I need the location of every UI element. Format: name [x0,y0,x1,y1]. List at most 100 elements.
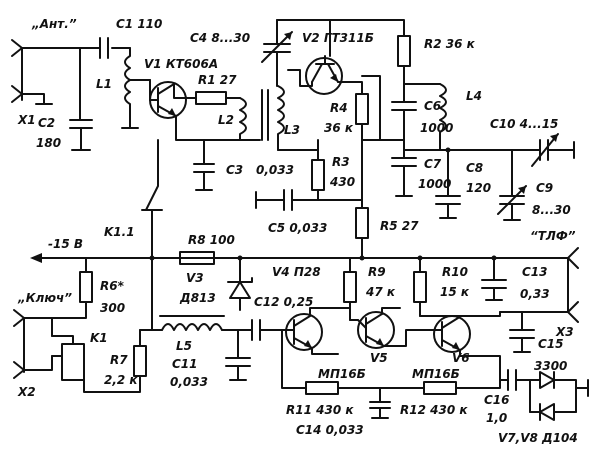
wire-v6-emi [459,349,501,381]
inductor-l5[interactable] [159,315,225,331]
resistor-r9[interactable] [343,271,357,303]
capacitor-c8[interactable] [435,195,461,219]
label-c14: C14 0,033 [296,423,364,437]
capacitor-c5[interactable] [255,189,319,211]
label-x2: X2 [17,385,36,399]
diodes-v7-v8[interactable] [529,371,589,421]
label-v4: V4 П28 [272,265,321,279]
label-c2a: C2 [38,116,55,130]
label-c8b: 120 [466,181,491,195]
inductor-l2[interactable] [239,97,247,141]
label-r5: R5 27 [380,219,419,233]
label-c4: C4 8...30 [190,31,250,45]
transistor-v6[interactable] [429,315,471,353]
capacitor-c9[interactable] [497,185,527,221]
resistor-r10[interactable] [413,271,427,303]
zener-v3[interactable] [227,257,253,311]
capacitor-c2[interactable] [69,119,93,151]
label-c13a: C13 [522,265,548,279]
label-r7a: R7 [110,353,128,367]
label-r7b: 2,2 к [104,373,138,387]
relay-k1[interactable] [51,335,85,381]
label-r9b: 47 к [365,285,396,299]
label-c5: C5 0,033 [268,221,327,235]
capacitor-c1[interactable] [99,37,109,59]
resistor-r5[interactable] [355,207,369,239]
resistor-r1[interactable] [195,91,227,105]
resistor-r2[interactable] [397,35,411,67]
transistor-v1[interactable] [149,79,187,119]
label-x1: X1 [17,113,36,127]
capacitor-c10[interactable] [531,133,575,167]
label-c15b: 3300 [534,359,567,373]
capacitor-c13[interactable] [481,257,507,301]
capacitor-c11[interactable] [225,329,251,381]
label-c1: C1 110 [116,17,162,31]
label-mp16a: МП16Б [318,367,366,381]
wire-v5 [381,307,431,347]
label-v3b: Д813 [179,291,216,305]
transistor-v4[interactable] [285,313,323,351]
label-v15: -15 В [48,237,83,251]
label-x3: X3 [555,325,574,339]
wire-v4-col [309,307,359,321]
label-c6b: 1000 [420,121,453,135]
capacitor-c15[interactable] [509,311,535,353]
label-r1: R1 27 [198,73,237,87]
capacitor-c3[interactable] [193,163,215,191]
wire-v6-col [419,311,501,319]
label-r9a: R9 [368,265,386,279]
wire-r7 [83,329,141,393]
label-k1: K1 [90,331,108,345]
resistor-r7[interactable] [133,345,147,377]
capacitor-c6[interactable] [391,101,417,111]
label-l5: L5 [176,339,192,353]
label-c2b: 180 [36,136,61,150]
label-tlf: “ТЛФ” [530,229,576,243]
resistor-r3[interactable] [311,159,325,191]
label-l2: L2 [218,113,234,127]
switch-k11[interactable] [141,139,163,259]
capacitor-c7[interactable] [391,157,417,197]
label-r4b: 36 к [324,121,354,135]
label-l3a: 0,033 [256,163,294,177]
capacitor-c4[interactable] [261,19,293,87]
resistor-r8[interactable] [179,251,215,265]
transistor-v5[interactable] [357,311,395,349]
inductor-l3[interactable] [261,85,285,151]
connector-x3[interactable] [499,247,579,323]
label-c9b: 8...30 [532,203,571,217]
resistor-r11[interactable] [305,381,339,395]
label-r12: R12 430 к [400,403,468,417]
label-c9a: C9 [536,181,553,195]
wire-r6 [51,257,87,319]
inductor-l1[interactable] [121,47,151,129]
label-v2: V2 ГТ311Б [302,31,374,45]
capacitor-c14[interactable] [369,387,391,419]
resistor-r12[interactable] [423,381,457,395]
capacitor-c16[interactable] [499,369,531,391]
label-c10: C10 4...15 [490,117,558,131]
label-c11a: C11 [172,357,198,371]
label-c3: C3 [226,163,243,177]
transistor-v2[interactable] [305,55,343,95]
label-c8a: C8 [466,161,483,175]
resistor-r6[interactable] [79,271,93,303]
inductor-l4[interactable] [439,83,447,151]
label-r10b: 15 к [440,285,470,299]
wire-v2-base [287,69,313,87]
connector-x2[interactable] [13,309,53,379]
resistor-r4[interactable] [355,93,369,125]
connector-x1[interactable] [11,39,53,105]
wire-c6-c7 [379,109,405,159]
label-l4: L4 [466,89,482,103]
terminal-minus15v[interactable] [30,253,561,263]
wire-v2-emitter [337,81,363,95]
wire-v1-emitter [175,115,261,141]
label-v5: V5 [370,351,388,365]
label-r10a: R10 [442,265,468,279]
label-c16b: 1,0 [486,411,507,425]
capacitor-c12[interactable] [251,319,261,341]
label-v1: V1 КТ606А [144,57,218,71]
